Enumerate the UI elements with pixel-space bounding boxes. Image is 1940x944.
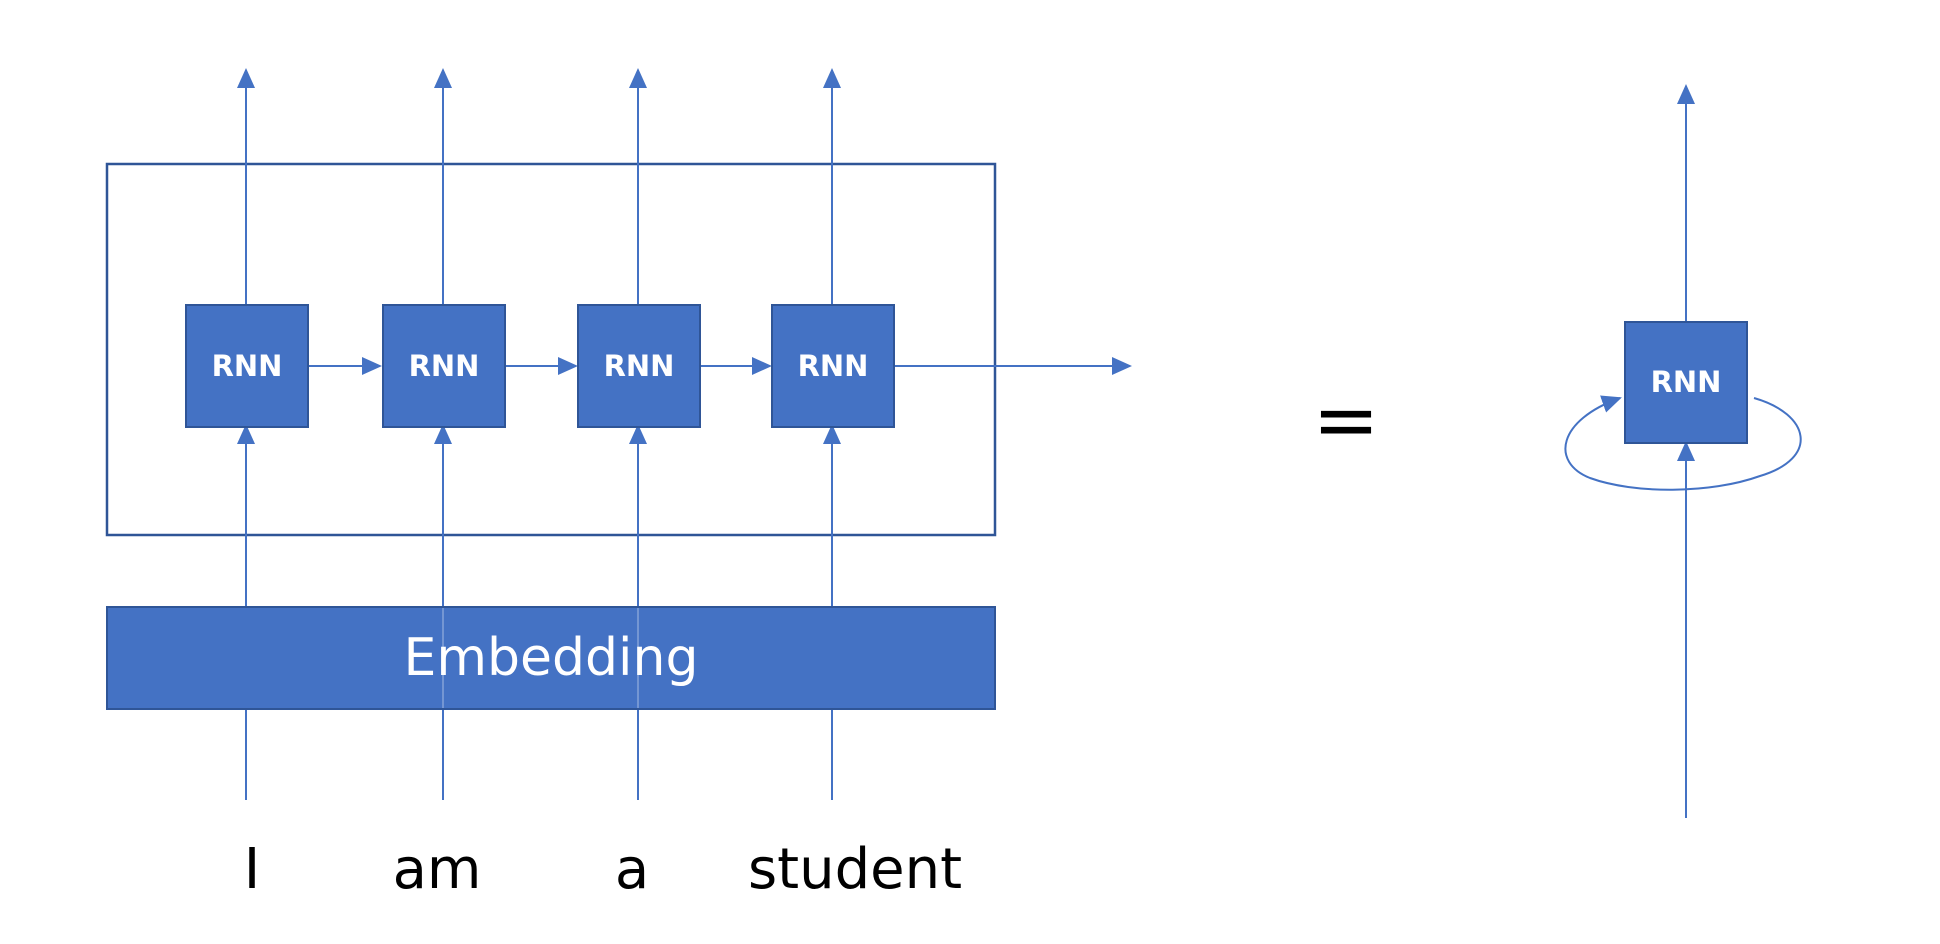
word-input-lines bbox=[245, 708, 833, 800]
input-word-1: I bbox=[244, 837, 261, 902]
rnn-cell-4: RNN bbox=[771, 304, 895, 428]
rnn-cell-3: RNN bbox=[577, 304, 701, 428]
rnn-cell-box bbox=[382, 304, 506, 428]
rnn-cell-box bbox=[771, 304, 895, 428]
rnn-output-arrows bbox=[237, 68, 841, 304]
embedding-label: Embedding bbox=[404, 628, 699, 688]
rnn-cell-box bbox=[577, 304, 701, 428]
input-word-4: student bbox=[748, 837, 962, 902]
recurrence-loop-arrow bbox=[1564, 395, 1802, 491]
input-word-3: a bbox=[615, 837, 649, 902]
rnn-cell-label: RNN bbox=[212, 349, 283, 383]
rnn-cell-2: RNN bbox=[382, 304, 506, 428]
rolled-rnn-cell-label: RNN bbox=[1651, 365, 1722, 399]
rolled-rnn-cell-box bbox=[1624, 321, 1748, 444]
embedding-layer: Embedding bbox=[106, 606, 996, 710]
rnn-cell-label: RNN bbox=[604, 349, 675, 383]
embedding-box bbox=[106, 606, 996, 710]
rnn-cell-label: RNN bbox=[409, 349, 480, 383]
input-word-2: am bbox=[393, 837, 482, 902]
rnn-cell-box bbox=[185, 304, 309, 428]
rolled-network: RNN bbox=[1564, 84, 1802, 818]
rnn-layer-frame bbox=[105, 162, 997, 537]
rnn-cell-label: RNN bbox=[798, 349, 869, 383]
input-words: I am a student bbox=[244, 837, 962, 902]
equals-sign: = bbox=[1312, 374, 1379, 467]
unrolled-network: RNN RNN RNN RNN Embedding I am a student bbox=[105, 68, 1132, 902]
embedding-to-rnn-arrows bbox=[237, 424, 841, 606]
rnn-cell-1: RNN bbox=[185, 304, 309, 428]
